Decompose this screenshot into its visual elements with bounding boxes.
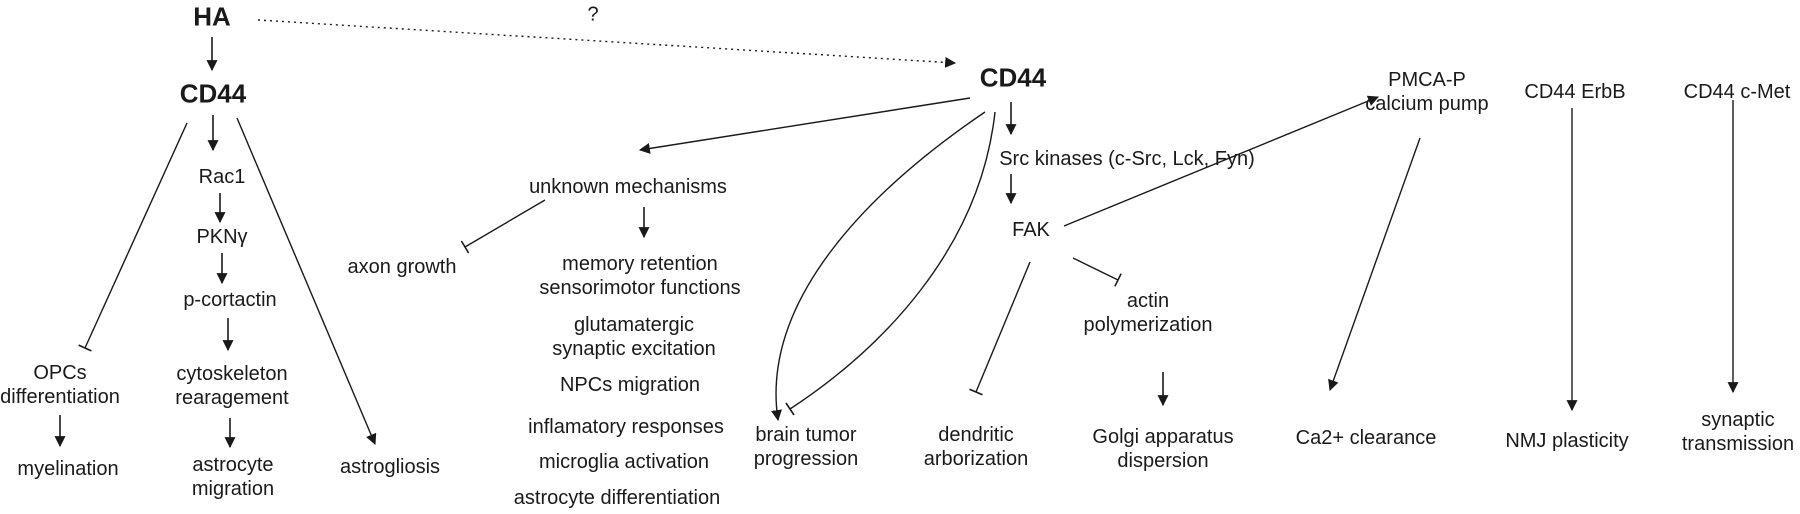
- node-synaptic-transmission: synaptic transmission: [1681, 409, 1795, 455]
- node-npcs-migration: NPCs migration: [559, 374, 701, 396]
- node-astrocyte-differentiation: astrocyte differentiation: [513, 487, 721, 509]
- node-cd44-main: CD44: [979, 62, 1047, 93]
- node-cd44-cmet: CD44 c-Met: [1683, 81, 1791, 103]
- node-cytoskeleton: cytoskeleton rearagement: [175, 363, 289, 409]
- node-src-kinases: Src kinases (c-Src, Lck, Fyn): [999, 148, 1255, 170]
- edge-cd44-astrogliosis: [236, 117, 377, 446]
- edge-cd44-braintumor-inhibit: [789, 111, 996, 410]
- edge-unknown-axon-inhibit: [464, 199, 546, 248]
- edge-cd44-braintumor-bar: [785, 402, 795, 416]
- node-glutamatergic: glutamatergic synaptic excitation: [552, 314, 716, 360]
- edge-cd44-unknown: [638, 97, 971, 154]
- node-astrogliosis: astrogliosis: [339, 456, 441, 478]
- node-brain-tumor: brain tumor progression: [753, 424, 859, 470]
- node-cd44-erbb: CD44 ErbB: [1524, 81, 1626, 103]
- node-dendritic: dendritic arborization: [923, 424, 1029, 470]
- node-fak: FAK: [1012, 219, 1050, 241]
- node-opcs: OPCs differentiation: [0, 362, 120, 408]
- edge-fak-dendritic-inhibit: [975, 261, 1031, 393]
- node-nmj-plasticity: NMJ plasticity: [1505, 430, 1629, 452]
- node-pkn: PKNγ: [196, 226, 248, 248]
- node-actin: actin polymerization: [1083, 290, 1213, 336]
- node-astrocyte-migration: astrocyte migration: [191, 454, 275, 500]
- edge-fak-pmca: [1063, 95, 1380, 227]
- edge-cd44-braintumor-arrow: [771, 111, 986, 422]
- edge-unknown-axon-bar: [460, 240, 470, 254]
- node-rac1: Rac1: [198, 166, 246, 188]
- edge-cd44-opcs-bar: [78, 344, 92, 352]
- node-myelination: myelination: [17, 458, 119, 480]
- question-mark: ?: [587, 3, 599, 26]
- node-golgi: Golgi apparatus dispersion: [1092, 426, 1234, 472]
- node-memory: memory retention sensorimotor functions: [539, 253, 741, 299]
- node-axon-growth: axon growth: [347, 256, 457, 278]
- node-pcortactin: p-cortactin: [183, 289, 277, 311]
- node-cd44-left: CD44: [179, 78, 247, 109]
- edge-fak-actin-bar: [1114, 273, 1122, 287]
- node-ha: HA: [193, 1, 231, 32]
- node-microglia: microglia activation: [538, 451, 710, 473]
- edge-fak-dendritic-bar: [969, 388, 983, 396]
- node-inflammatory: inflamatory responses: [528, 416, 724, 438]
- edge-pmca-ca2: [1328, 137, 1421, 392]
- node-ca2-clearance: Ca2+ clearance: [1295, 427, 1437, 449]
- edge-ha-cd44-main: [257, 19, 957, 68]
- node-unknown-mechanisms: unknown mechanisms: [529, 176, 727, 198]
- node-pmca: PMCA-P calcium pump: [1365, 69, 1489, 115]
- edge-cd44-opcs-inhibit: [84, 122, 188, 349]
- edge-fak-actin-inhibit: [1072, 257, 1119, 281]
